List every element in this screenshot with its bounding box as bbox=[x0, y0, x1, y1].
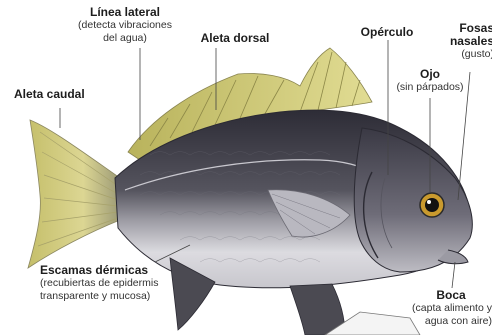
head bbox=[354, 128, 472, 272]
aleta-caudal-title: Aleta caudal bbox=[14, 88, 104, 101]
aleta-dorsal-title: Aleta dorsal bbox=[190, 32, 280, 45]
fosas-nasales-title-2: nasales bbox=[438, 35, 492, 48]
label-boca: Boca (capta alimento y agua con aire) bbox=[410, 289, 492, 328]
linea-lateral-desc-2: del agua) bbox=[70, 32, 180, 45]
label-ojo: Ojo (sin párpados) bbox=[392, 68, 468, 94]
escamas-desc-2: transparente y mucosa) bbox=[40, 290, 170, 303]
escamas-desc-1: (recubiertas de epidermis bbox=[40, 277, 170, 290]
boca-desc-2: agua con aire) bbox=[410, 315, 492, 328]
label-escamas: Escamas dérmicas (recubiertas de epiderm… bbox=[40, 264, 170, 303]
label-aleta-dorsal: Aleta dorsal bbox=[190, 32, 280, 45]
label-linea-lateral: Línea lateral (detecta vibraciones del a… bbox=[70, 6, 180, 45]
linea-lateral-title: Línea lateral bbox=[70, 6, 180, 19]
ojo-title: Ojo bbox=[392, 68, 468, 81]
boca-title: Boca bbox=[410, 289, 492, 302]
label-aleta-caudal: Aleta caudal bbox=[14, 88, 104, 101]
label-fosas-nasales: Fosas nasales (gusto) bbox=[438, 22, 492, 61]
ojo-desc: (sin párpados) bbox=[392, 81, 468, 94]
fosas-nasales-desc: (gusto) bbox=[438, 48, 492, 61]
label-operculo: Opérculo bbox=[352, 26, 422, 39]
operculo-title: Opérculo bbox=[352, 26, 422, 39]
boca-desc-1: (capta alimento y bbox=[410, 302, 492, 315]
tail-fin bbox=[28, 120, 120, 268]
linea-lateral-desc-1: (detecta vibraciones bbox=[70, 19, 180, 32]
escamas-title: Escamas dérmicas bbox=[40, 264, 170, 277]
